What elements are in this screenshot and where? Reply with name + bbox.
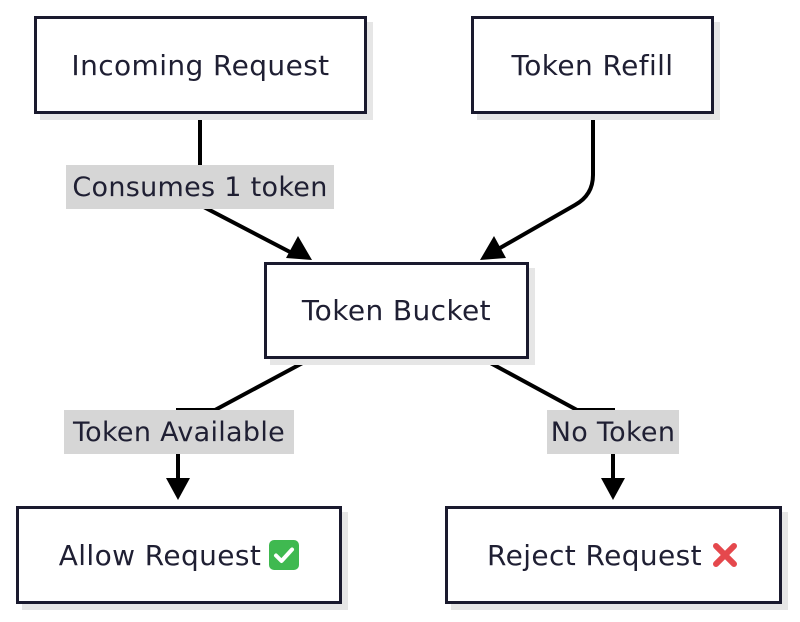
- node-token-refill-label: Token Refill: [511, 48, 674, 82]
- edge-refill-to-bucket: [499, 114, 595, 250]
- arrowhead-bucket-to-reject: [601, 478, 625, 500]
- node-allow-request-label: Allow Request: [58, 538, 262, 572]
- cross-mark-icon: [710, 540, 740, 570]
- node-reject-request: Reject Request: [445, 506, 782, 604]
- arrowhead-bucket-to-allow: [166, 478, 190, 500]
- edge-label-consumes-token: Consumes 1 token: [66, 165, 334, 209]
- check-mark-icon: [269, 540, 300, 570]
- edge-label-token-available: Token Available: [64, 410, 294, 454]
- node-token-bucket: Token Bucket: [264, 262, 529, 359]
- node-token-refill: Token Refill: [471, 16, 714, 114]
- node-reject-request-label: Reject Request: [486, 538, 703, 572]
- node-allow-request: Allow Request: [16, 506, 342, 604]
- node-token-bucket-label: Token Bucket: [301, 294, 492, 327]
- node-incoming-request-label: Incoming Request: [71, 48, 330, 82]
- arrowhead-incoming-to-bucket: [286, 236, 312, 260]
- arrowhead-refill-to-bucket: [480, 236, 506, 260]
- edge-label-no-token: No Token: [547, 410, 679, 454]
- node-incoming-request: Incoming Request: [34, 16, 367, 114]
